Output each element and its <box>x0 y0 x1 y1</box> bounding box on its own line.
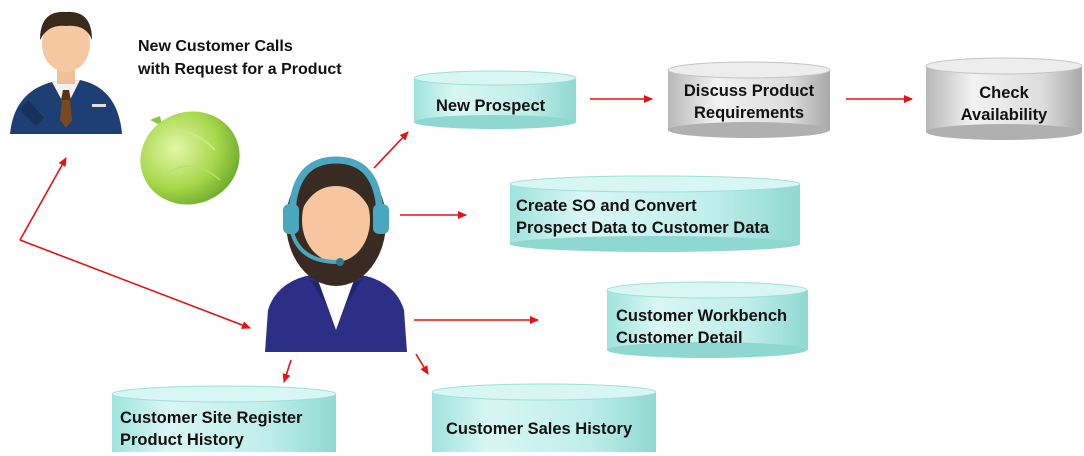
cylinder-discuss-requirements <box>667 61 831 138</box>
label-check-line2: Availability <box>960 106 1048 124</box>
cylinder-check-availability <box>925 57 1083 140</box>
label-sales-history: Customer Sales History <box>446 420 633 438</box>
flow-arrows <box>19 95 913 383</box>
arrow-agent-to-sales-history <box>415 353 429 375</box>
cylinder-new-prospect <box>413 70 577 129</box>
label-site-register-line2: Product History <box>120 431 244 449</box>
arrow-agent-to-prospect <box>373 131 409 169</box>
speech-bubble-icon <box>140 111 240 205</box>
cylinder-site-register <box>111 385 337 452</box>
agent-headset-avatar-icon <box>265 156 407 352</box>
cylinder-create-so <box>509 175 801 252</box>
caller-text-line1: New Customer Calls <box>138 38 293 55</box>
cylinder-sales-history <box>431 383 657 452</box>
label-create-so-line2: Prospect Data to Customer Data <box>516 219 770 237</box>
arrow-customer-to-agent <box>19 239 251 329</box>
label-check-line1: Check <box>979 84 1029 102</box>
label-discuss-line2: Requirements <box>693 104 805 122</box>
customer-avatar-icon <box>10 11 122 134</box>
label-create-so-line1: Create SO and Convert <box>516 197 697 215</box>
caller-text-line2: with Request for a Product <box>138 61 342 78</box>
arrow-up-to-customer <box>19 157 67 241</box>
label-new-prospect: New Prospect <box>436 97 546 115</box>
label-site-register-line1: Customer Site Register <box>120 409 303 427</box>
label-discuss-line1: Discuss Product <box>683 82 815 100</box>
arrow-agent-to-site-register <box>282 359 292 383</box>
cylinder-customer-workbench <box>606 281 808 358</box>
label-workbench-line2: Customer Detail <box>616 329 743 347</box>
label-workbench-line1: Customer Workbench <box>616 307 788 325</box>
